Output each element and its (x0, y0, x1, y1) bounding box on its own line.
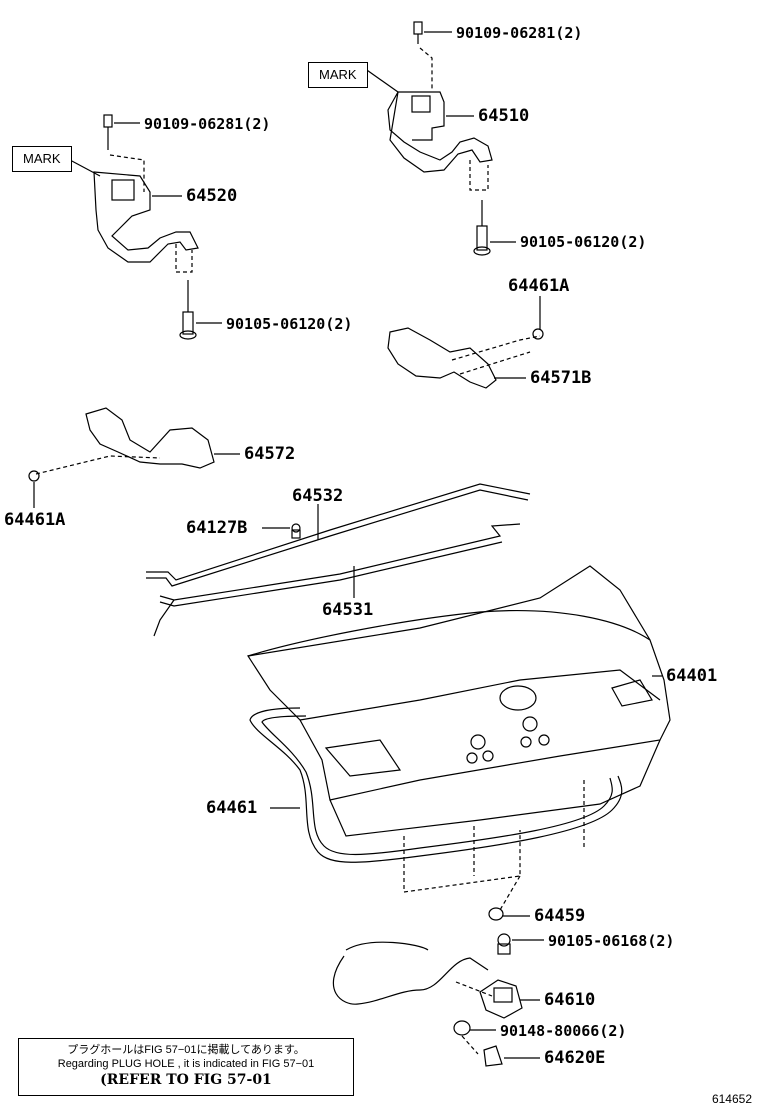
diagram-code: 614652 (711, 1092, 752, 1106)
part-label-90105-06120-right: 90105-06120(2) (520, 233, 647, 251)
note-reference-link[interactable]: (REFER TO FIG 57-01 (100, 1072, 272, 1088)
part-label-64461a-left: 64461A (4, 510, 66, 530)
part-label-90105-06168: 90105-06168(2) (548, 932, 675, 950)
part-label-64127b: 64127B (186, 518, 248, 538)
part-label-64571b: 64571B (530, 368, 592, 388)
part-label-64401: 64401 (666, 666, 718, 686)
part-label-90109-06281-top: 90109-06281(2) (456, 24, 583, 42)
part-label-64610: 64610 (544, 990, 596, 1010)
lock-assembly (332, 907, 523, 1067)
torsion-rods (146, 483, 531, 637)
stay-64572 (28, 407, 215, 482)
mark-callout-left: MARK (12, 146, 72, 172)
part-label-64532: 64532 (292, 486, 344, 506)
part-label-64531: 64531 (322, 600, 374, 620)
hinge-64520 (93, 114, 199, 340)
part-label-90105-06120-left: 90105-06120(2) (226, 315, 353, 333)
leader-lines (33, 31, 662, 1059)
stay-64571b (387, 327, 544, 389)
weatherstrip-64461 (249, 707, 623, 863)
part-label-64459: 64459 (534, 906, 586, 926)
note-line-japanese: プラグホールはFIG 57−01に掲載してあります。 (67, 1044, 305, 1056)
part-label-64572: 64572 (244, 444, 296, 464)
part-label-64510: 64510 (478, 106, 530, 126)
mark-callout-top: MARK (308, 62, 368, 88)
part-label-64520: 64520 (186, 186, 238, 206)
hinge-64510 (387, 21, 493, 256)
note-line-english: Regarding PLUG HOLE , it is indicated in… (57, 1058, 315, 1070)
part-label-64461: 64461 (206, 798, 258, 818)
part-label-90148-80066: 90148-80066(2) (500, 1022, 627, 1040)
plug-hole-note: プラグホールはFIG 57−01に掲載してあります。 Regarding PLU… (18, 1038, 354, 1096)
part-label-90109-06281-left: 90109-06281(2) (144, 115, 271, 133)
trunk-lid (246, 565, 671, 911)
part-label-64461a-right: 64461A (508, 276, 570, 296)
part-label-64620e: 64620E (544, 1048, 606, 1068)
